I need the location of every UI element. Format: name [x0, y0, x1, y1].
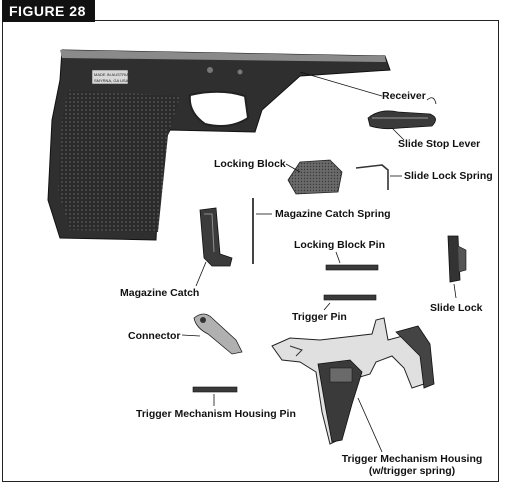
figure-tag: FIGURE 28 — [2, 0, 95, 22]
trigger-mechanism-housing-pin-drawing — [192, 386, 238, 393]
receiver-frame-drawing: MADE IN AUSTRIA SMYRNA, GA USA — [47, 49, 391, 241]
slide-stop-lever-drawing — [367, 110, 436, 130]
connector-drawing — [193, 313, 243, 355]
trigger-mechanism-housing-drawing — [271, 317, 435, 445]
label-magazine-catch-spring: Magazine Catch Spring — [275, 208, 391, 220]
label-magazine-catch: Magazine Catch — [120, 287, 200, 299]
locking-block-pin-drawing — [325, 264, 379, 271]
label-slide-lock: Slide Lock — [430, 302, 483, 314]
figure-frame — [2, 20, 499, 482]
label-trigger-pin: Trigger Pin — [292, 311, 347, 323]
label-trigger-mechanism-housing-line1: Trigger Mechanism Housing — [341, 453, 483, 465]
slide-lock-drawing — [447, 235, 467, 283]
frame-engraving-line1: MADE IN AUSTRIA — [94, 72, 129, 77]
label-slide-stop-lever: Slide Stop Lever — [398, 138, 481, 150]
locking-block-drawing — [287, 159, 343, 195]
trigger-pin-drawing — [323, 294, 377, 301]
slide-lock-spring-drawing — [355, 164, 389, 190]
frame-engraving-line2: SMYRNA, GA USA — [94, 78, 129, 83]
label-trigger-mechanism-housing-line2: (w/trigger spring) — [368, 465, 456, 477]
label-receiver: Receiver — [382, 90, 426, 102]
label-trigger-mechanism-housing-pin: Trigger Mechanism Housing Pin — [136, 408, 296, 420]
label-trigger-mechanism-housing: Trigger Mechanism Housing (w/trigger spr… — [332, 453, 492, 477]
label-connector: Connector — [128, 330, 181, 342]
label-locking-block: Locking Block — [214, 158, 286, 170]
magazine-catch-drawing — [199, 207, 233, 267]
label-slide-lock-spring: Slide Lock Spring — [404, 170, 493, 182]
label-locking-block-pin: Locking Block Pin — [294, 239, 386, 251]
